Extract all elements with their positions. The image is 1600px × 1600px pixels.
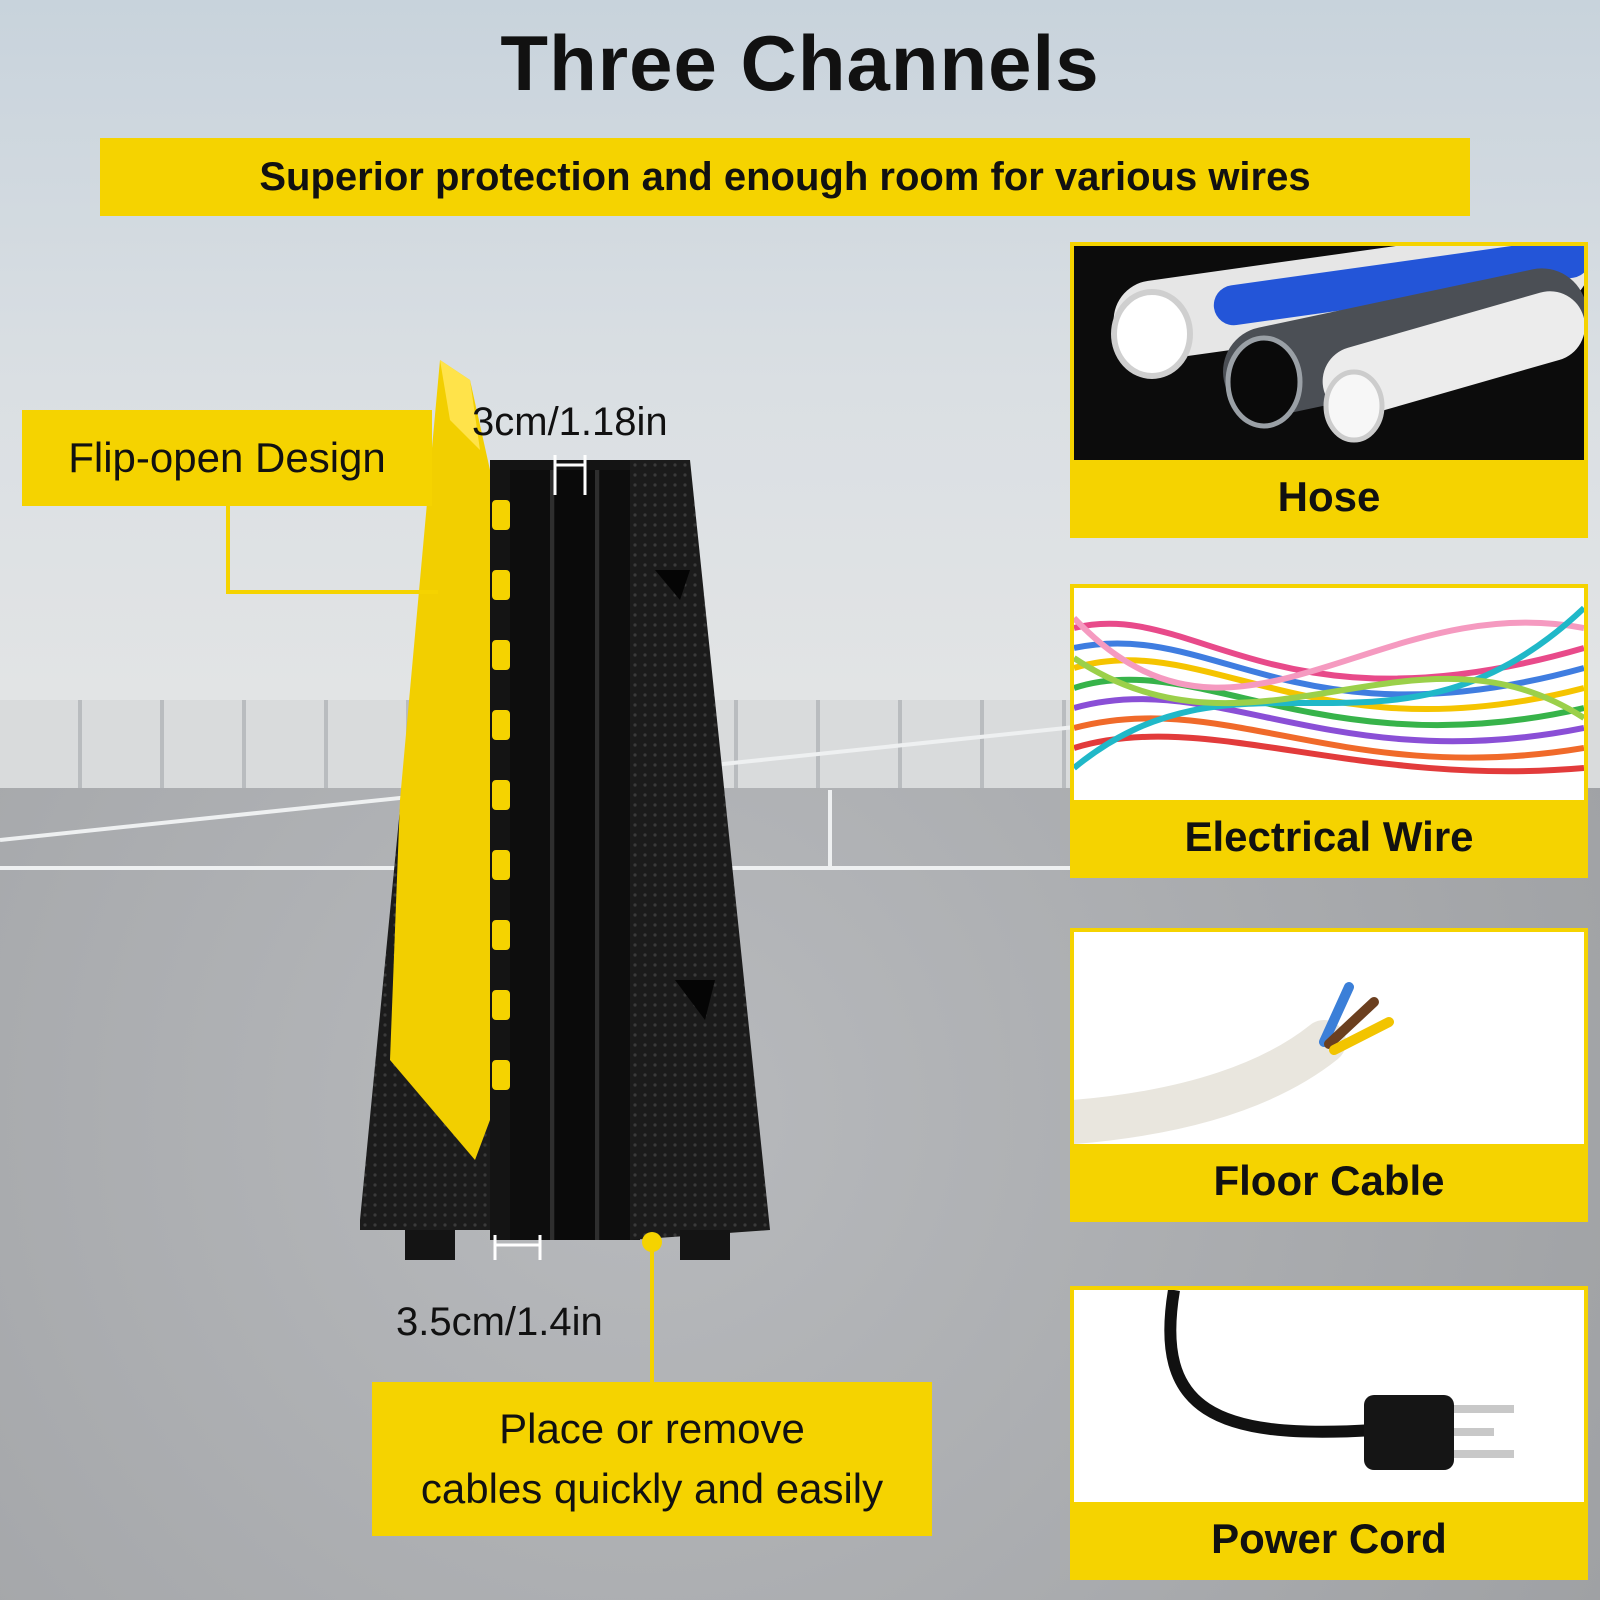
place-line-2: cables quickly and easily xyxy=(420,1465,884,1512)
wires-icon xyxy=(1074,605,1584,775)
page-title: Three Channels xyxy=(500,19,1100,107)
flip-open-callout: Flip-open Design xyxy=(22,410,432,506)
leader-dot xyxy=(642,1232,662,1252)
floor-cable-photo xyxy=(1074,932,1584,1144)
channel-3 xyxy=(600,470,635,1240)
right-ramp xyxy=(630,460,770,1240)
use-card-electrical-wire: Electrical Wire xyxy=(1070,584,1588,878)
floor-cable-label: Floor Cable xyxy=(1074,1144,1584,1218)
lane-line xyxy=(828,790,832,870)
hinges xyxy=(492,500,510,1090)
place-remove-callout: Place or remove cables quickly and easil… xyxy=(372,1382,932,1536)
leader-line xyxy=(226,506,230,594)
top-channel-dimension: 3cm/1.18in xyxy=(472,400,668,444)
power-cord-label: Power Cord xyxy=(1074,1502,1584,1576)
electrical-wire-label: Electrical Wire xyxy=(1074,800,1584,874)
channel-2 xyxy=(555,470,595,1240)
power-cord-photo xyxy=(1074,1290,1584,1502)
hose-photo xyxy=(1074,246,1584,460)
use-card-floor-cable: Floor Cable xyxy=(1070,928,1588,1222)
hose-label: Hose xyxy=(1074,460,1584,534)
use-card-power-cord: Power Cord xyxy=(1070,1286,1588,1580)
plug-icon xyxy=(1164,1290,1514,1470)
use-card-hose: Hose xyxy=(1070,242,1588,538)
leader-line xyxy=(226,590,438,594)
bottom-channel-dimension: 3.5cm/1.4in xyxy=(396,1300,603,1344)
place-line-1: Place or remove xyxy=(499,1405,805,1452)
tagline-banner: Superior protection and enough room for … xyxy=(100,138,1470,216)
flip-lid xyxy=(390,360,490,1160)
cable-ramp-illustration xyxy=(360,360,770,1260)
pipes-icon xyxy=(1111,246,1584,443)
channel-1 xyxy=(510,470,550,1240)
wire-photo xyxy=(1074,588,1584,800)
floor-cable-icon xyxy=(1074,982,1394,1144)
flip-open-label: Flip-open Design xyxy=(68,434,386,481)
leader-line xyxy=(650,1240,654,1382)
